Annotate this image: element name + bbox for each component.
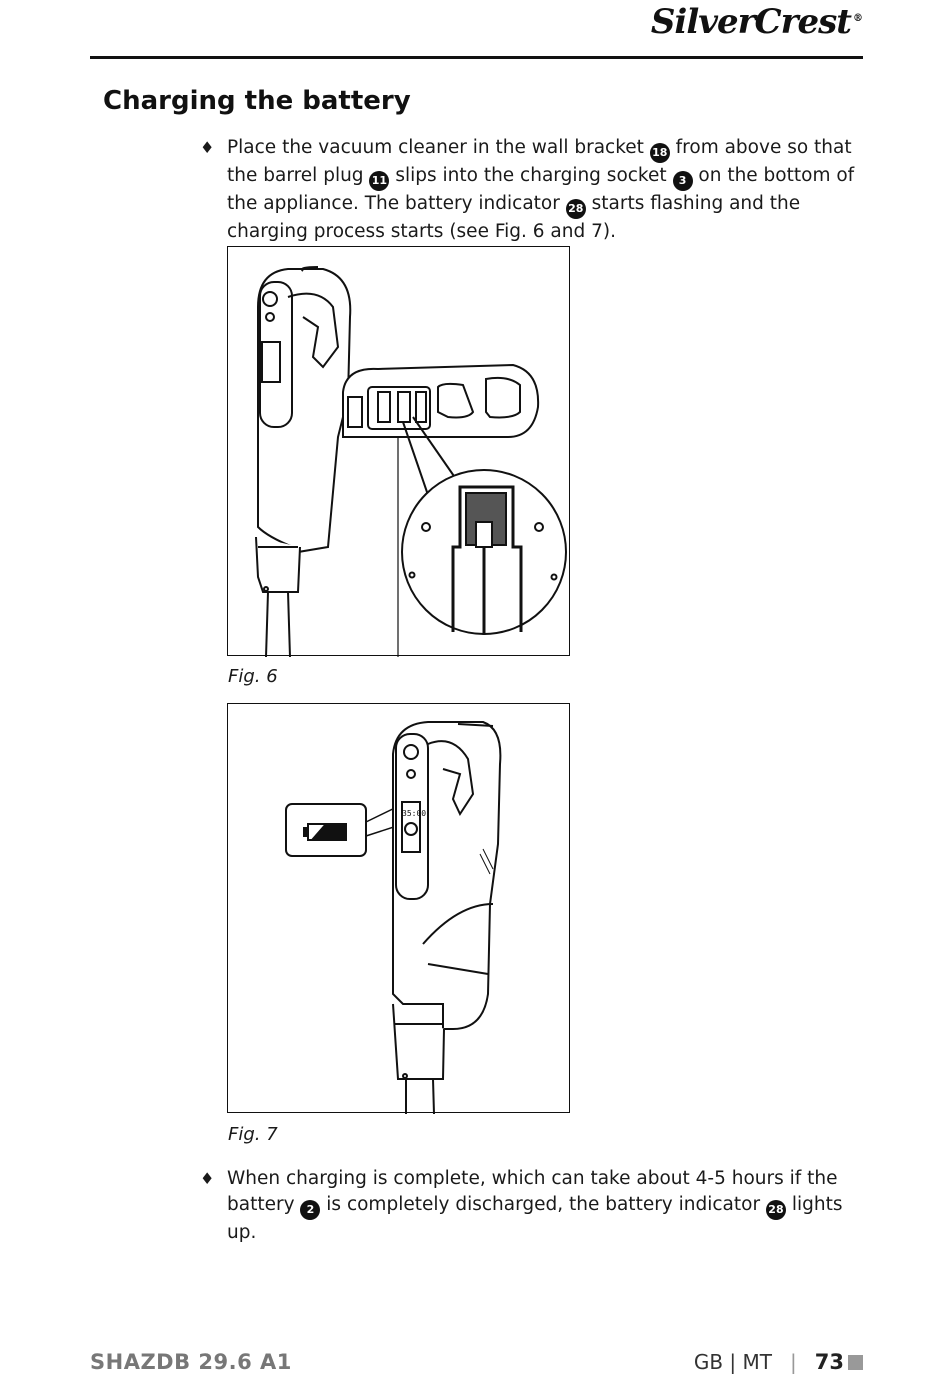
- bullet-text: Place the vacuum cleaner in the wall bra…: [227, 137, 855, 242]
- bullet-icon: ♦: [200, 1169, 215, 1188]
- ref-number: 28: [565, 199, 586, 219]
- bullet-item-1: ♦ Place the vacuum cleaner in the wall b…: [200, 135, 860, 245]
- figure-7: 35:00: [227, 703, 570, 1114]
- header-rule: [90, 56, 863, 59]
- ref-number: 28: [765, 1200, 786, 1220]
- square-marker-icon: [848, 1354, 863, 1370]
- footer-language: GB | MT: [693, 1350, 773, 1374]
- vacuum-wall-bracket-illustration: [255, 266, 567, 657]
- figure-7-caption: Fig. 7: [228, 1124, 278, 1145]
- bullet-text: When charging is complete, which can tak…: [227, 1168, 843, 1243]
- figure-6: [227, 246, 570, 657]
- footer-model-number: SHAZDB 29.6 A1: [90, 1350, 292, 1374]
- section-title: Charging the battery: [103, 86, 411, 116]
- ref-number: 11: [369, 171, 390, 191]
- ref-number: 18: [649, 143, 670, 163]
- ref-number: 2: [300, 1200, 321, 1220]
- bullet-icon: ♦: [200, 138, 215, 157]
- page-number: 73: [814, 1350, 844, 1374]
- vacuum-battery-indicator-illustration: 35:00: [285, 721, 502, 1114]
- ref-number: 3: [672, 171, 693, 191]
- brand-logo: SilverCrest®: [650, 2, 863, 42]
- footer-page-info: GB | MT | 73: [694, 1350, 863, 1374]
- bullet-item-2: ♦ When charging is complete, which can t…: [200, 1166, 860, 1246]
- footer-separator: |: [790, 1350, 797, 1374]
- figure-6-caption: Fig. 6: [228, 666, 278, 687]
- display-readout: 35:00: [402, 809, 426, 818]
